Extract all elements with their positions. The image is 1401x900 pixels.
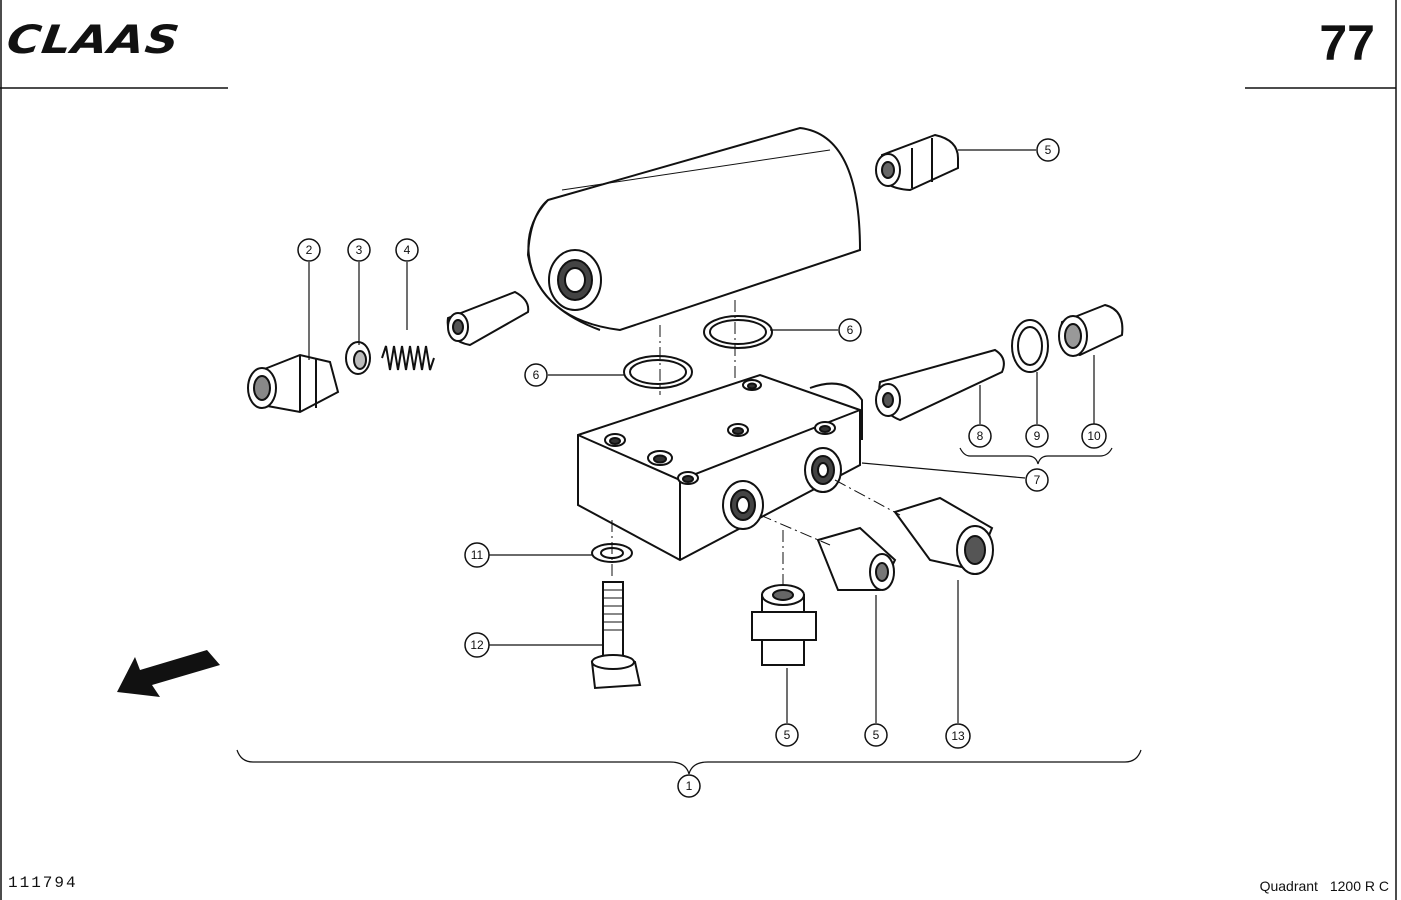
callout-10-label: 10: [1087, 429, 1101, 443]
drawing-number: 111794: [8, 874, 78, 892]
callout-9: 9: [1025, 424, 1049, 448]
valve-cylinder: [526, 126, 862, 332]
callout-2-label: 2: [306, 243, 313, 257]
fitting-13: [893, 496, 994, 575]
callout-12-label: 12: [470, 638, 484, 652]
callout-6-right-label: 6: [847, 323, 854, 337]
piston: [446, 290, 530, 347]
callout-6-right: 6: [838, 318, 862, 342]
callout-8: 8: [968, 424, 992, 448]
callout-9-label: 9: [1034, 429, 1041, 443]
tube-8: [875, 348, 1005, 422]
valve-block: [577, 373, 863, 562]
callout-7-label: 7: [1034, 473, 1041, 487]
spring-4: [381, 345, 435, 371]
washer-3: [345, 341, 371, 375]
seal-rings: [623, 315, 773, 389]
plug-10: [1058, 303, 1124, 357]
fitting-5-bottom-a: [751, 584, 817, 666]
callout-5-top: 5: [1036, 138, 1060, 162]
callout-10: 10: [1081, 423, 1107, 449]
direction-arrow: [117, 650, 220, 697]
callout-5-bottom-b: 5: [864, 723, 888, 747]
callout-5-bottom-a-label: 5: [784, 728, 791, 742]
callout-6-left: 6: [524, 363, 548, 387]
callouts: 1 2 3 4 5 6 6 7 8 9 10 11 12 5 5 13: [297, 138, 1107, 798]
callout-8-label: 8: [977, 429, 984, 443]
callout-5-bottom-a: 5: [775, 723, 799, 747]
fitting-2: [247, 353, 340, 414]
callout-3: 3: [347, 238, 371, 262]
callout-6-left-label: 6: [533, 368, 540, 382]
callout-5-bottom-b-label: 5: [873, 728, 880, 742]
model-label: Quadrant 1200 R C: [1252, 878, 1389, 894]
callout-11-label: 11: [471, 548, 484, 562]
callout-1: 1: [677, 774, 701, 798]
callout-4: 4: [395, 238, 419, 262]
callout-1-label: 1: [686, 779, 693, 793]
leader-lines: [236, 149, 1142, 775]
page-number: 77: [1319, 15, 1375, 71]
model-code: 1200 R C: [1329, 878, 1389, 894]
callout-5-top-label: 5: [1045, 143, 1052, 157]
callout-7: 7: [1025, 468, 1049, 492]
callout-12: 12: [464, 632, 490, 658]
callout-2: 2: [297, 238, 321, 262]
callout-4-label: 4: [404, 243, 411, 257]
callout-11: 11: [464, 542, 490, 568]
bolt-12: [590, 581, 642, 690]
fitting-5-top: [875, 133, 959, 192]
washer-9: [1011, 319, 1049, 373]
assembly-axes: [611, 300, 901, 590]
callout-13-label: 13: [951, 729, 965, 743]
model-name: Quadrant: [1259, 878, 1318, 894]
callout-13: 13: [945, 723, 971, 749]
callout-3-label: 3: [356, 243, 363, 257]
fitting-5-bottom-b: [816, 526, 897, 591]
